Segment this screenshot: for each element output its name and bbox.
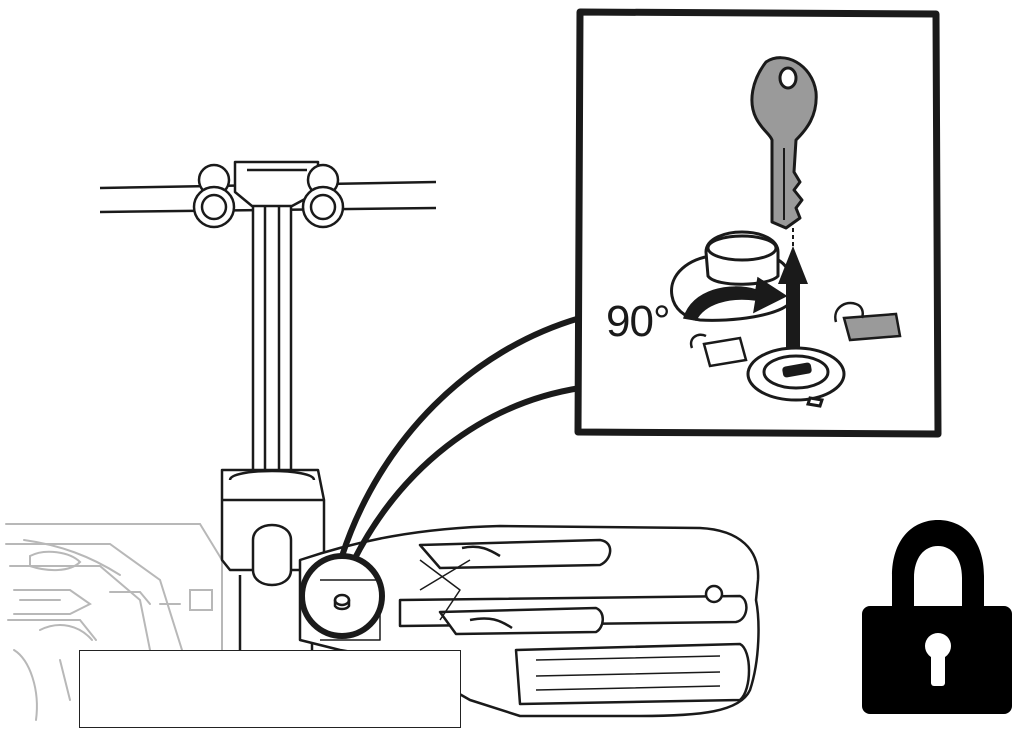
padlock-icon (862, 520, 1012, 714)
keyhole-plate (746, 346, 846, 408)
caption-box (79, 650, 461, 728)
carrier-base-unit (298, 524, 760, 718)
frame-holder-arm (99, 160, 437, 650)
lock-small-icon (834, 301, 902, 342)
car-background-sketch (5, 523, 223, 721)
unlock-icon (689, 333, 748, 368)
callout-connector (339, 315, 581, 562)
key-icon (750, 56, 818, 230)
detail-callout-box: 90° (574, 8, 942, 438)
up-arrow-icon (778, 228, 808, 348)
rotation-angle-label: 90° (606, 297, 670, 346)
